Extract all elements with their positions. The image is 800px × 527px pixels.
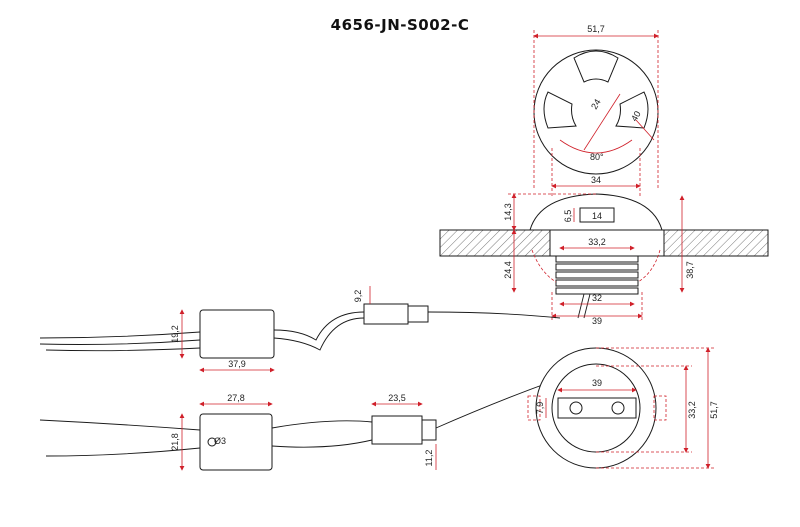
- inner-width-label: 33,2: [588, 237, 606, 247]
- connector-bottom: [371, 415, 423, 445]
- section-collar: [549, 229, 665, 257]
- screw-left: [569, 401, 583, 415]
- hole-label: Ø3: [214, 436, 226, 446]
- height-top-label: 14,3: [503, 203, 513, 221]
- back-outer-height-label: 51,7: [709, 401, 719, 419]
- bottom-outer-label: 39: [592, 316, 602, 326]
- ceiling-right: [663, 229, 769, 257]
- section-fins: [555, 255, 639, 295]
- slot-width-label: 14: [592, 211, 602, 221]
- clip-height-label: 7,9: [535, 402, 545, 415]
- driver-bottom-height-label: 21,8: [170, 433, 180, 451]
- ceiling-left: [439, 229, 551, 257]
- screw-right: [611, 401, 625, 415]
- connector-bottom-height-label: 11,2: [424, 450, 434, 467]
- notch-label: 40: [629, 109, 643, 123]
- radius-label: 24: [589, 97, 603, 111]
- top-width-label: 51,7: [587, 24, 605, 34]
- depth-right-label: 38,7: [685, 261, 695, 279]
- driver-top-height-label: 19,2: [170, 325, 180, 343]
- bottom-width-label: 32: [592, 293, 602, 303]
- top-view: 51,7 24 40 80° 34: [533, 24, 659, 196]
- section-view: 14,3 6,5 14 33,2 24,4 38,7 32 39: [439, 193, 769, 326]
- section-slot: [579, 207, 615, 223]
- connector-top-height-label: 9,2: [353, 290, 363, 303]
- connector-bottom-plug: [421, 419, 437, 441]
- connector-top: [363, 303, 409, 325]
- depth-left-label: 24,4: [503, 261, 513, 279]
- driver-top-box: [199, 309, 275, 359]
- back-inner-width-label: 39: [592, 378, 602, 388]
- driver-top-width-label: 37,9: [228, 359, 246, 369]
- driver-assembly-bottom: 27,8 21,8 Ø3 23,5 11,2: [39, 379, 557, 471]
- driver-bottom-box: [199, 413, 273, 471]
- drawing-title: 4656-JN-S002-C: [330, 16, 470, 34]
- connector-bottom-width-label: 23,5: [388, 393, 406, 403]
- connector-top-plug: [407, 305, 429, 323]
- back-view: 39 7,9 33,2 51,7: [527, 347, 719, 469]
- angle-label: 80°: [590, 152, 604, 162]
- driver-assembly-top: 19,2 37,9 9,2: [39, 286, 561, 373]
- top-view-trilobe: [543, 50, 649, 129]
- slot-height-label: 6,5: [563, 210, 573, 223]
- base-width-label: 34: [591, 175, 601, 185]
- back-inner-height-label: 33,2: [687, 401, 697, 419]
- driver-bottom-width-label: 27,8: [227, 393, 245, 403]
- driver-bottom-hole: [207, 437, 217, 447]
